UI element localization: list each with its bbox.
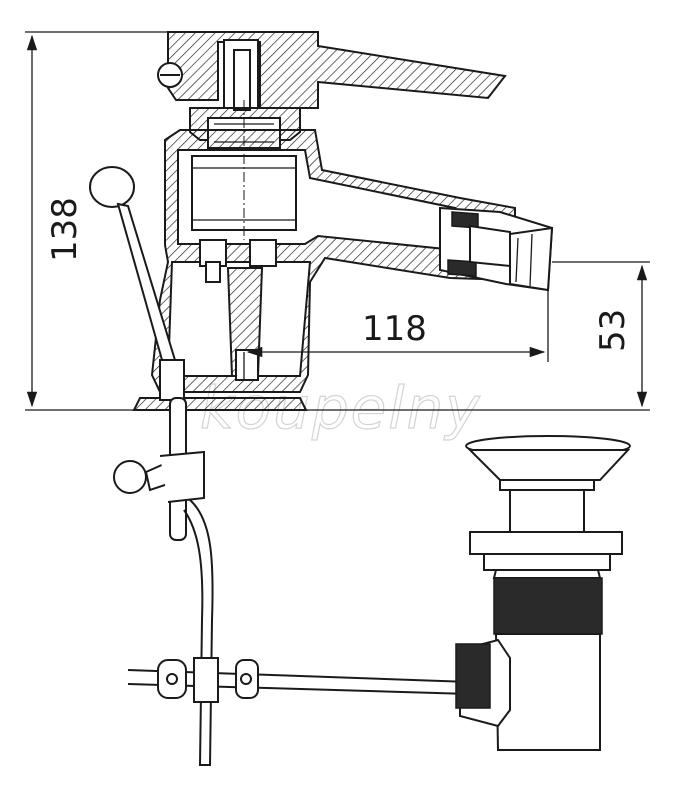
dim-total-height-label: 138: [45, 197, 85, 262]
lift-lever: [89, 166, 185, 401]
lift-rod-base: [235, 349, 259, 381]
drain-neck: [509, 489, 585, 533]
drain-seal: [469, 531, 623, 555]
nozzle-thread-lower: [447, 259, 477, 277]
drain-body: [494, 633, 601, 751]
swivel-ball: [469, 224, 511, 268]
inlet-nut-left: [205, 261, 221, 283]
rod-clamp-center: [193, 657, 219, 703]
inlet-fitting-right: [249, 239, 277, 267]
nozzle-thread-upper: [451, 211, 479, 229]
drain-nut: [492, 569, 602, 579]
popup-rod-assembly: [113, 397, 471, 766]
drain-washer: [483, 553, 611, 571]
lever-pivot: [159, 359, 185, 401]
dimensions: 138 118 53: [25, 31, 650, 411]
handle-stem-inner: [233, 49, 251, 111]
dim-spout-height-label: 53: [593, 309, 633, 352]
drain-flange: [467, 449, 631, 481]
handle-cap: [167, 31, 507, 109]
drain-collar: [499, 479, 595, 491]
rod-clamp-left: [157, 659, 187, 699]
lever-knob: [89, 166, 135, 208]
drain-thread: [493, 577, 603, 635]
drain-side-nut: [455, 643, 491, 709]
rod-bracket: [159, 450, 205, 503]
faucet-section: [132, 31, 554, 411]
waste-drain: [455, 435, 631, 751]
rod-clamp-right: [235, 659, 259, 699]
rod-knob: [113, 460, 147, 494]
dim-spout-reach-label: 118: [362, 309, 427, 349]
strap-rod: [183, 499, 214, 766]
